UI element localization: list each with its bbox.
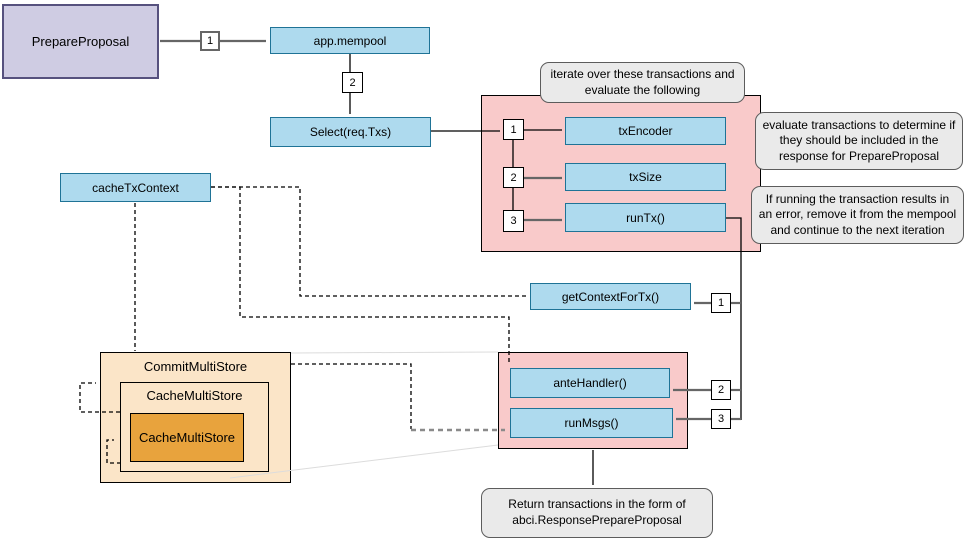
badge-ctx-3-label: 3: [717, 413, 725, 425]
node-run-tx-label: runTx(): [626, 210, 665, 225]
note-iterate[interactable]: iterate over these transactions and eval…: [540, 62, 745, 103]
badge-flow-1[interactable]: 1: [200, 31, 220, 51]
node-run-msgs-label: runMsgs(): [564, 416, 619, 430]
node-app-mempool[interactable]: app.mempool: [270, 27, 430, 54]
badge-ctx-1[interactable]: 1: [711, 293, 731, 313]
node-tx-encoder-label: txEncoder: [618, 124, 673, 138]
node-cache-multi-store-inner[interactable]: CacheMultiStore: [130, 413, 244, 462]
note-evaluate-text: evaluate transactions to determine if th…: [762, 117, 956, 163]
badge-ctx-1-label: 1: [717, 297, 725, 309]
badge-iter-1[interactable]: 1: [503, 119, 524, 140]
badge-iter-1-label: 1: [510, 123, 517, 136]
badge-ctx-3[interactable]: 3: [711, 409, 731, 429]
badge-iter-3[interactable]: 3: [503, 210, 524, 232]
connector-cachetx-to-antehandler: [211, 186, 510, 365]
node-cache-tx-context[interactable]: cacheTxContext: [60, 173, 211, 202]
note-return-response[interactable]: Return transactions in the form of abci.…: [481, 488, 713, 538]
badge-flow-2[interactable]: 2: [342, 72, 363, 93]
node-tx-size[interactable]: txSize: [565, 163, 726, 191]
badge-iter-3-label: 3: [510, 215, 517, 227]
node-app-mempool-label: app.mempool: [313, 33, 387, 48]
badge-ctx-2-label: 2: [717, 384, 725, 396]
node-run-tx[interactable]: runTx(): [565, 203, 726, 232]
node-cache-tx-context-label: cacheTxContext: [92, 180, 179, 195]
node-cache-multi-store-inner-label: CacheMultiStore: [138, 430, 236, 445]
badge-flow-1-label: 1: [206, 35, 214, 47]
node-get-context-for-tx[interactable]: getContextForTx(): [530, 283, 691, 310]
node-ante-handler[interactable]: anteHandler(): [510, 368, 670, 398]
node-select-req-txs[interactable]: Select(req.Txs): [270, 117, 431, 147]
node-prepare-proposal-label: PrepareProposal: [31, 34, 130, 49]
node-tx-size-label: txSize: [629, 170, 662, 184]
badge-flow-2-label: 2: [349, 76, 356, 89]
node-tx-encoder[interactable]: txEncoder: [565, 117, 726, 145]
connector-cachetx-to-getcontext: [211, 186, 527, 297]
faint-link-top: [290, 351, 499, 354]
note-evaluate[interactable]: evaluate transactions to determine if th…: [755, 112, 963, 170]
container-commit-multi-store-label: CommitMultiStore: [143, 359, 248, 374]
node-run-msgs[interactable]: runMsgs(): [510, 408, 673, 438]
note-error-handling-text: If running the transaction results in an…: [758, 191, 957, 237]
badge-iter-2[interactable]: 2: [503, 167, 524, 188]
node-prepare-proposal[interactable]: PrepareProposal: [2, 4, 159, 79]
note-return-response-text: Return transactions in the form of abci.…: [508, 497, 686, 527]
badge-iter-2-label: 2: [510, 171, 517, 184]
note-iterate-text: iterate over these transactions and eval…: [550, 66, 735, 97]
node-ante-handler-label: anteHandler(): [553, 376, 627, 390]
node-get-context-for-tx-label: getContextForTx(): [561, 289, 660, 304]
note-error-handling[interactable]: If running the transaction results in an…: [751, 186, 964, 244]
connector-commitstore-elbow: [291, 363, 412, 429]
badge-ctx-2[interactable]: 2: [711, 380, 731, 400]
container-cache-multi-store-label: CacheMultiStore: [146, 388, 243, 403]
node-select-req-txs-label: Select(req.Txs): [309, 125, 392, 139]
